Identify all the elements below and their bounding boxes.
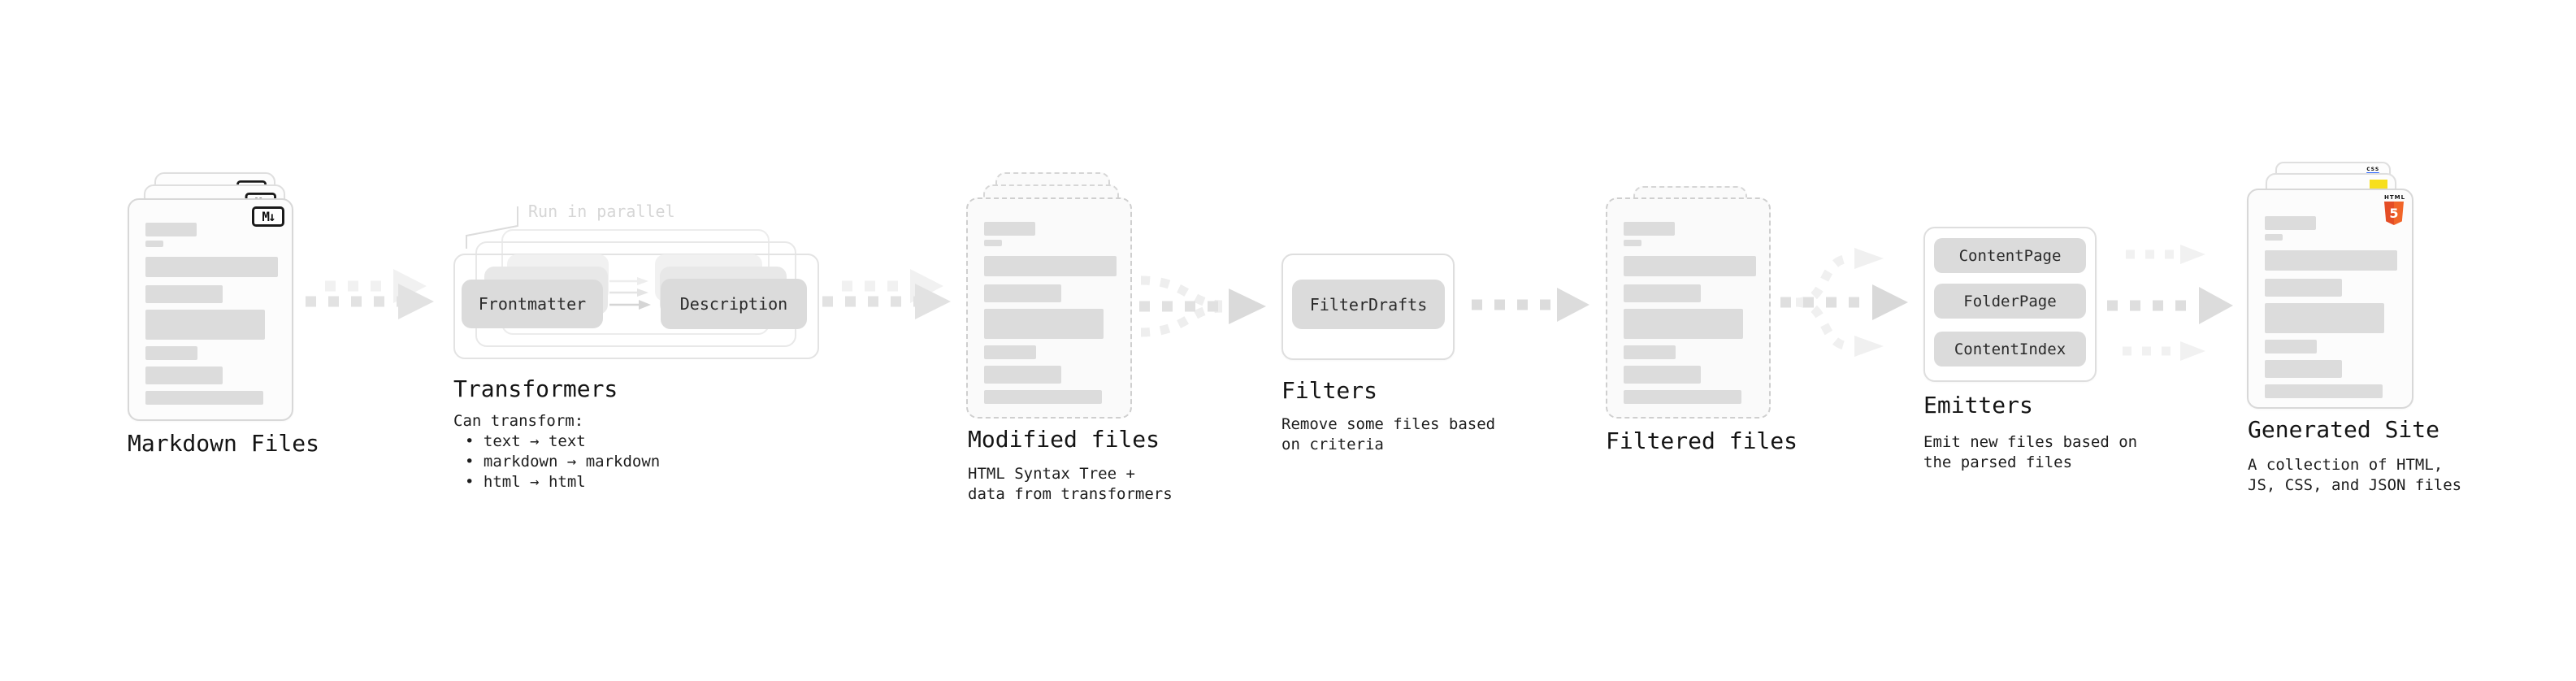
doc-bar (2265, 279, 2342, 297)
doc-bar (1624, 309, 1743, 339)
markdown-icon: M↓ (252, 206, 284, 227)
transformer-box-front (453, 254, 819, 359)
modified-files-label: Modified files (968, 426, 1160, 453)
doc-bar (145, 391, 263, 405)
transform-bullet-text: text → text (465, 432, 660, 452)
doc-bar (2265, 360, 2342, 378)
emitters-title: Emitters (1923, 392, 2033, 419)
doc-bar (2265, 250, 2397, 271)
doc-bar (984, 284, 1061, 302)
html5-word: HTML (2384, 194, 2406, 201)
doc-skeleton-bars (984, 222, 1117, 404)
pill-contentpage: ContentPage (1934, 238, 2086, 273)
run-in-parallel-label: Run in parallel (528, 202, 675, 221)
pill-folderpage: FolderPage (1934, 284, 2086, 319)
javascript-icon (2370, 180, 2387, 190)
markdown-files-label: Markdown Files (128, 430, 320, 457)
doc-bar (1624, 390, 1741, 404)
generated-site-subline: JS, CSS, and JSON files (2248, 476, 2462, 494)
doc-bar (145, 346, 197, 360)
filtered-files-card-front (1606, 197, 1771, 419)
css-badge-word: css (2366, 165, 2379, 172)
pill-filterdrafts: FilterDrafts (1292, 280, 1445, 329)
markdown-files-card-front: M↓ (128, 198, 293, 421)
emitters-subtitle: Emit new files based on the parsed files (1923, 432, 2137, 473)
html5-number: 5 (2389, 206, 2399, 221)
generated-site-subline: A collection of HTML, (2248, 456, 2444, 474)
doc-bar (1624, 366, 1701, 384)
doc-bar (984, 366, 1061, 384)
flow-arrow-emitters-to-generated-icon (2107, 245, 2233, 361)
transform-bullet-html: html → html (465, 472, 660, 492)
doc-bar (145, 257, 278, 277)
doc-bar (2265, 384, 2383, 398)
emitters-subline: Emit new files based on (1923, 433, 2138, 451)
flow-arrow-markdown-to-transformers-icon (306, 269, 434, 319)
doc-bar (1624, 240, 1641, 246)
doc-bar (984, 345, 1036, 359)
modified-files-card-front (966, 197, 1132, 419)
filters-subline: Remove some files based (1281, 415, 1496, 433)
doc-bar (984, 256, 1117, 276)
pill-description: Description (661, 279, 807, 329)
doc-bar (2265, 216, 2316, 230)
transformers-description: Can transform: text → text markdown → ma… (453, 411, 660, 492)
flow-arrow-filters-to-filtered-icon (1472, 288, 1589, 322)
doc-bar (145, 285, 223, 303)
filtered-files-label: Filtered files (1606, 427, 1798, 454)
filters-subline: on criteria (1281, 436, 1384, 453)
transform-bullet-markdown: markdown → markdown (465, 452, 660, 472)
doc-bar (145, 241, 163, 247)
pill-frontmatter: Frontmatter (462, 280, 603, 328)
doc-bar (984, 390, 1102, 404)
doc-bar (984, 309, 1104, 339)
doc-bar (1624, 345, 1676, 359)
doc-bar (145, 310, 265, 340)
doc-bar (145, 367, 223, 384)
generated-site-subtitle: A collection of HTML, JS, CSS, and JSON … (2248, 455, 2461, 496)
doc-bar (984, 222, 1035, 236)
modified-files-subline: data from transformers (968, 485, 1173, 503)
run-in-parallel-leader-line (466, 206, 518, 249)
doc-skeleton-bars (1624, 222, 1756, 404)
doc-bar (145, 223, 197, 236)
doc-bar (1624, 256, 1756, 276)
flow-arrow-modified-to-filters-icon (1139, 275, 1266, 337)
modified-files-subline: HTML Syntax Tree + (968, 465, 1135, 483)
doc-bar (984, 240, 1002, 246)
emitters-subline: the parsed files (1923, 453, 2073, 471)
generated-site-card-front: HTML 5 (2247, 189, 2413, 409)
doc-bar (2265, 340, 2317, 354)
pill-contentindex: ContentIndex (1934, 332, 2086, 367)
generated-site-label: Generated Site (2248, 416, 2440, 443)
flow-arrow-filtered-to-emitters-icon (1780, 248, 1908, 357)
flow-arrow-transformers-to-modified-icon (822, 269, 951, 319)
doc-skeleton-bars (145, 223, 278, 405)
filters-title: Filters (1281, 377, 1378, 404)
doc-bar (1624, 284, 1701, 302)
html5-shield: 5 (2384, 202, 2404, 225)
transform-step-arrows-icon (609, 277, 651, 310)
doc-bar (1624, 222, 1675, 236)
doc-bar (2265, 303, 2384, 333)
filters-subtitle: Remove some files based on criteria (1281, 414, 1495, 455)
transformers-title: Transformers (453, 375, 618, 402)
doc-skeleton-bars (2265, 216, 2397, 398)
html5-icon: HTML 5 (2384, 194, 2406, 225)
can-transform-heading: Can transform: (453, 412, 584, 430)
doc-bar (2265, 234, 2283, 241)
modified-files-subtitle: HTML Syntax Tree + data from transformer… (968, 464, 1173, 505)
